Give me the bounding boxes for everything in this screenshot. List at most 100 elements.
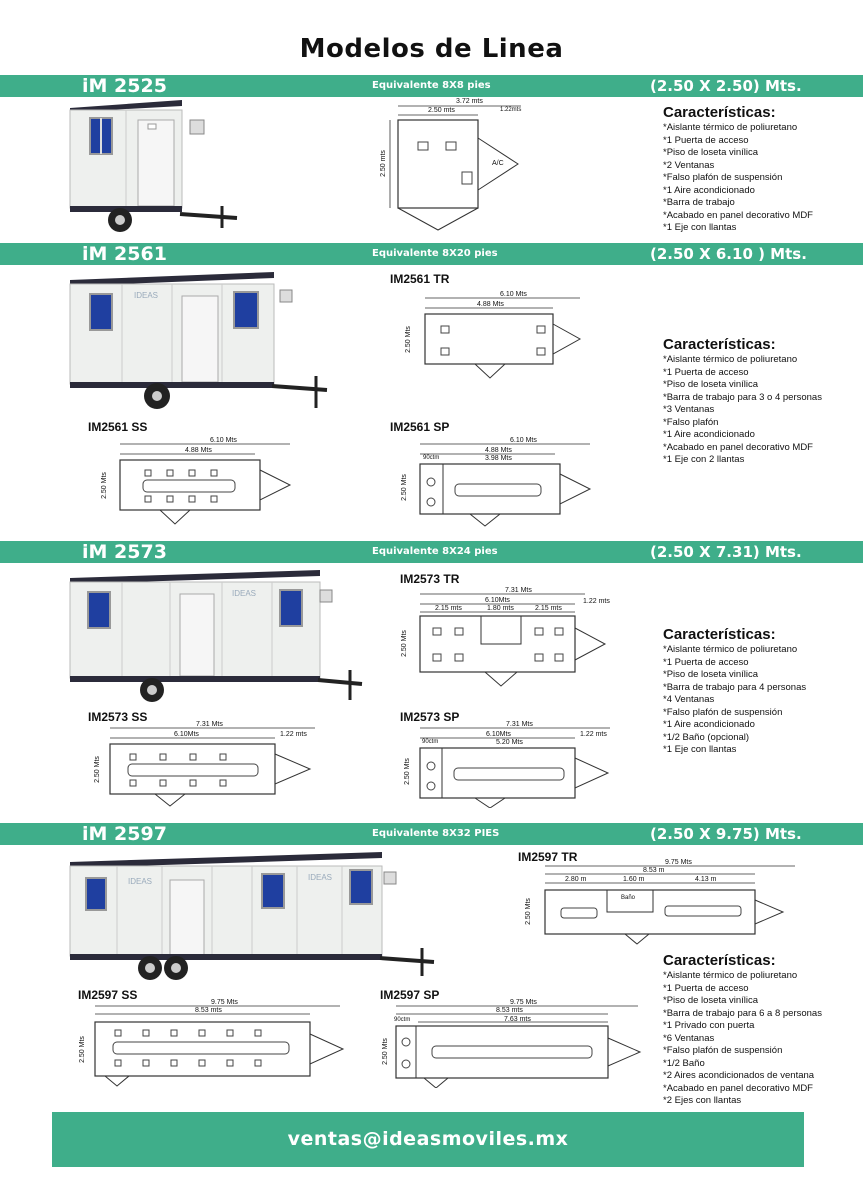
dim-total: 9.75 Mts	[211, 999, 238, 1006]
features-2561: Características: *Aislante térmico de po…	[663, 336, 822, 467]
features-title: Características:	[663, 336, 776, 353]
feature-item: *1 Puerta de acceso	[663, 982, 749, 994]
dim-total: 7.31 Mts	[505, 587, 532, 594]
feature-item: *Aislante térmico de poliuretano	[663, 354, 798, 365]
floor-plan-2561-ss: 6.10 Mts 4.88 Mts 2.50 Mts	[101, 437, 295, 528]
feature-item: *Piso de loseta vinílica	[663, 669, 759, 680]
plan-label: IM2573 SS	[88, 710, 148, 724]
page-title: Modelos de Linea	[299, 34, 564, 64]
dim-height: 2.50 Mts	[100, 472, 108, 499]
contact-email-banner[interactable]: ventas@ideasmoviles.mx	[52, 1112, 804, 1167]
feature-item: *1 Aire acondicionado	[663, 184, 755, 196]
model-dimensions: (2.50 X 7.31) Mts.	[650, 543, 802, 561]
brand-logo: IDEAS	[134, 291, 158, 300]
feature-item: *1/2 Baño (opcional)	[663, 731, 750, 743]
feature-item: *Barra de trabajo para 4 personas	[663, 681, 807, 693]
model-name: iM 2525	[82, 75, 167, 97]
brand-logo: IDEAS	[128, 877, 152, 886]
model-band-2561: iM 2561 Equivalente 8X20 pies (2.50 X 6.…	[0, 243, 863, 265]
floor-plan-2573-ss: 7.31 Mts 6.10Mts 1.22 mts 2.50 Mts	[94, 721, 325, 808]
feature-item: *Aislante térmico de poliuretano	[663, 970, 798, 981]
feature-item: *Piso de loseta vinílica	[663, 995, 759, 1006]
model-equivalent: Equivalente 8X8 pies	[372, 80, 491, 91]
dim-inner: 6.10Mts	[174, 731, 199, 738]
dim-a: 2.15 mts	[435, 605, 462, 612]
ac-label: A/C	[492, 160, 504, 167]
plan-label: IM2561 TR	[390, 272, 450, 286]
feature-item: *1 Puerta de acceso	[663, 656, 749, 668]
dim-total: 6.10 Mts	[510, 437, 537, 444]
dim-inner: 4.88 Mts	[185, 447, 212, 454]
plan-label: IM2561 SP	[390, 420, 450, 434]
feature-item: *Falso plafón de suspensión	[663, 172, 783, 183]
feature-item: *1 Eje con 2 llantas	[663, 454, 745, 465]
model-band-2597: iM 2597 Equivalente 8X32 PIES (2.50 X 9.…	[0, 823, 863, 845]
dim-height: 2.50 Mts	[381, 1038, 389, 1065]
model-equivalent: Equivalente 8X24 pies	[372, 546, 498, 557]
trailer-photo-2597: IDEAS IDEAS	[69, 852, 435, 980]
features-2573: Características: *Aislante térmico de po…	[663, 626, 806, 757]
dim-height: 2.50 Mts	[524, 898, 532, 925]
floor-plan-2597-ss: 9.75 Mts 8.53 mts 2.50 Mts	[79, 999, 350, 1088]
dim-bath: 90ctm	[423, 455, 440, 461]
dim-height: 2.50 Mts	[93, 756, 101, 783]
trailer-photo-2525	[69, 100, 238, 232]
dim-bath: 90ctm	[422, 739, 439, 745]
dim-bath: Baño	[621, 895, 636, 901]
dim-c: 2.15 mts	[535, 605, 562, 612]
dim-height: 2.50 Mts	[78, 1036, 86, 1063]
dim-inner: 2.50 mts	[428, 107, 455, 114]
model-dimensions: (2.50 X 6.10 ) Mts.	[650, 245, 807, 263]
dim-inner: 6.10Mts	[486, 731, 511, 738]
dim-side: 1.22 mts	[583, 598, 610, 605]
features-2525: Características: *Aislante térmico de po…	[663, 104, 813, 235]
feature-item: *2 Ejes con llantas	[663, 1095, 742, 1106]
floor-plan-2597-sp: 9.75 Mts 8.53 mts 7.63 mts 90ctm 2.50 Mt…	[382, 999, 650, 1089]
dim-side: 1.22 mts	[280, 731, 307, 738]
floor-plan-2573-tr: 7.31 Mts 6.10Mts 2.15 mts 1.80 mts 2.15 …	[401, 587, 610, 688]
dim-sub: 7.63 mts	[504, 1016, 531, 1023]
feature-item: *6 Ventanas	[663, 1032, 715, 1044]
feature-item: *Falso plafón de suspensión	[663, 1045, 783, 1056]
feature-item: *Aislante térmico de poliuretano	[663, 644, 798, 655]
plan-label: IM2597 SS	[78, 988, 138, 1002]
dim-sub: 5.20 Mts	[496, 739, 523, 746]
dim-height: 2.50 Mts	[400, 630, 408, 657]
floor-plan-2561-tr: 6.10 Mts 4.88 Mts 2.50 Mts	[404, 291, 585, 382]
plan-label: IM2573 SP	[400, 710, 460, 724]
floor-plan-2573-sp: 7.31 Mts 6.10Mts 5.20 Mts 90ctm 1.22 mts…	[404, 721, 615, 809]
feature-item: *Acabado en panel decorativo MDF	[663, 441, 813, 453]
dim-height: 2.50 Mts	[403, 758, 411, 785]
plan-label: IM2573 TR	[400, 572, 460, 586]
feature-item: *1 Puerta de acceso	[663, 134, 749, 146]
plan-label: IM2561 SS	[88, 420, 148, 434]
dim-side: 1.22mts	[500, 107, 522, 113]
feature-item: *1 Aire acondicionado	[663, 429, 755, 440]
feature-item: *Barra de trabajo	[663, 197, 735, 208]
feature-item: *Acabado en panel decorativo MDF	[663, 1082, 813, 1094]
features-title: Características:	[663, 952, 776, 969]
features-title: Características:	[663, 104, 776, 121]
dim-total: 6.10 Mts	[210, 437, 237, 444]
dim-total: 9.75 Mts	[510, 999, 537, 1006]
model-equivalent: Equivalente 8X20 pies	[372, 248, 498, 259]
dim-side: 1.22 mts	[580, 731, 607, 738]
feature-item: *Acabado en panel decorativo MDF	[663, 209, 813, 221]
feature-item: *Falso plafón	[663, 416, 719, 428]
dim-b: 1.80 mts	[487, 605, 514, 612]
feature-item: *Falso plafón de suspensión	[663, 706, 783, 718]
features-title: Características:	[663, 626, 776, 643]
floor-plan-2561-sp: 6.10 Mts 4.88 Mts 3.98 Mts 90ctm 2.50 Mt…	[401, 437, 595, 528]
trailer-photo-2573: IDEAS	[69, 570, 363, 702]
feature-item: *3 Ventanas	[663, 404, 715, 415]
model-dimensions: (2.50 X 2.50) Mts.	[650, 77, 802, 95]
dim-a: 2.80 m	[565, 876, 587, 883]
feature-item: *2 Ventanas	[663, 159, 715, 171]
feature-item: *1/2 Baño	[663, 1057, 705, 1069]
floor-plan-2525: 3.72 mts 2.50 mts 1.22mts 2.50 mts A/C	[378, 98, 528, 233]
brand-logo: IDEAS	[308, 873, 332, 882]
dim-inner: 8.53 mts	[496, 1007, 523, 1014]
dim-height: 2.50 Mts	[404, 326, 412, 353]
feature-item: *Piso de loseta vinílica	[663, 147, 759, 158]
dim-height: 2.50 mts	[379, 150, 387, 177]
